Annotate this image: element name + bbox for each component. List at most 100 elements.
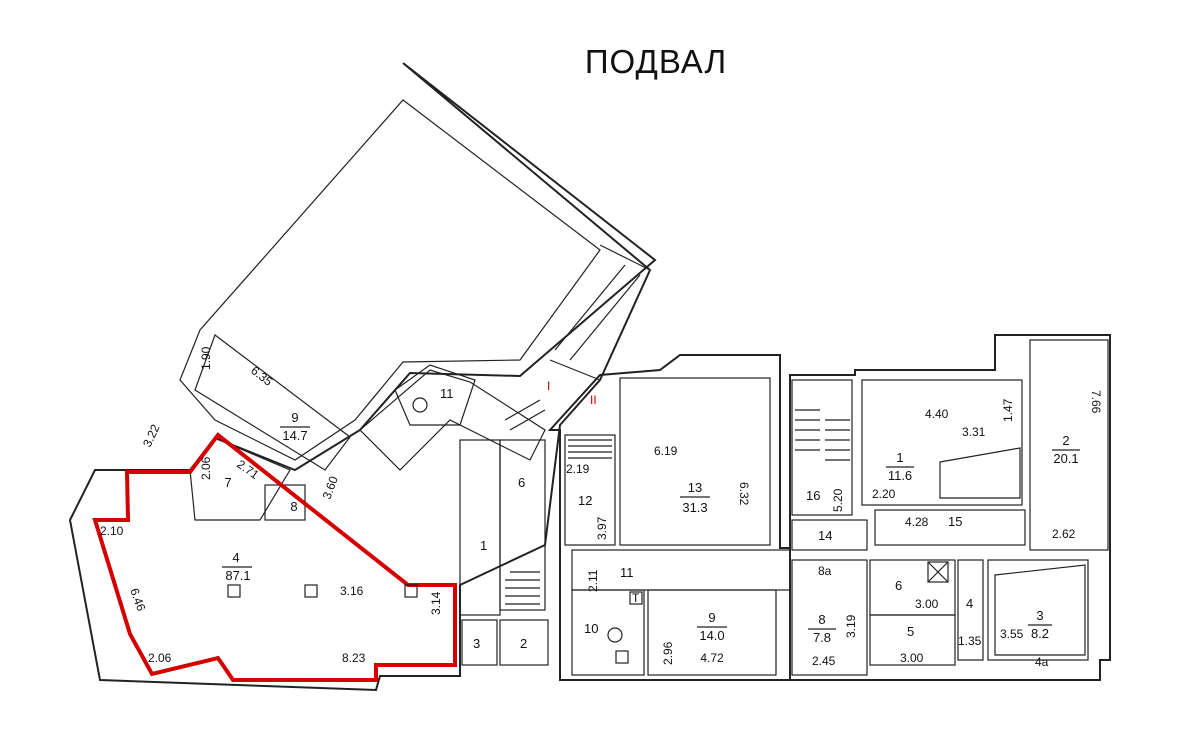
dimension-label: 6.46	[127, 586, 148, 613]
dimension-label: 3.00	[900, 651, 924, 665]
room-13-outline	[619, 377, 771, 546]
room-6a-num: 6	[518, 475, 525, 490]
room-2a-outline	[499, 619, 549, 666]
stairs-room6	[505, 571, 540, 605]
room-13-num: 13	[688, 480, 702, 495]
dimension-label: 6.35	[248, 363, 275, 389]
room-15-num: 15	[948, 514, 962, 529]
room-14-num: 14	[818, 528, 832, 543]
room-1a-num: 1	[480, 538, 487, 553]
right-block	[789, 334, 1111, 681]
dimension-label: 2.10	[100, 524, 124, 538]
stair-mark-1: I	[547, 379, 550, 393]
room-5-num: 5	[907, 624, 914, 639]
room-2b-area: 20.1	[1053, 451, 1078, 466]
room-11b-num: 11	[620, 565, 634, 580]
dimension-label: 3.14	[429, 591, 443, 615]
dimension-label: 2.20	[872, 487, 896, 501]
dimension-label: 2.19	[566, 462, 590, 476]
room-7a-num: 7	[224, 475, 231, 490]
room-8a-num: 8	[290, 499, 297, 514]
room-16-num: 16	[806, 488, 820, 503]
dimension-label: 3.22	[140, 422, 163, 449]
dimension-label: 1.35	[958, 634, 982, 648]
room-9a-outline	[194, 334, 351, 471]
dimension-label: 3.97	[595, 516, 609, 540]
room-6a-outline	[499, 439, 546, 611]
room-4b-outline	[957, 559, 984, 661]
dimension-label: 3.31	[962, 425, 986, 439]
dimension-label: 4.40	[925, 407, 949, 421]
room-14-outline	[791, 519, 868, 551]
middle-outline	[547, 354, 791, 681]
room-2a-num: 2	[520, 636, 527, 651]
room-10-outline	[571, 589, 645, 676]
fixture-t-label: T	[632, 591, 640, 605]
left-wing-outline	[68, 62, 657, 692]
dimension-label: 2.45	[812, 654, 836, 668]
corridor-band	[359, 369, 546, 471]
dimension-label: 3.55	[1000, 627, 1024, 641]
dimension-label: 1.47	[1001, 398, 1015, 422]
dimension-label: 4.72	[700, 651, 724, 665]
room-9b-area: 14.0	[699, 628, 724, 643]
dimension-label: 7.66	[1089, 390, 1103, 414]
dimension-label: 2.06	[199, 456, 213, 480]
room-13-area: 31.3	[682, 500, 707, 515]
dimension-label: 3.19	[844, 614, 858, 638]
room-3b-outline	[987, 559, 1089, 661]
room-15-outline	[874, 509, 1026, 546]
dimension-label: 8.23	[342, 651, 366, 665]
stair-mark-2: II	[590, 393, 597, 407]
room-16-outline	[791, 379, 853, 516]
fixture-t-box	[629, 591, 643, 605]
room-1a-outline	[459, 439, 501, 616]
dimension-label: 2.62	[1052, 527, 1076, 541]
room-3b-inner	[994, 564, 1086, 656]
dimension-label: 2.96	[661, 641, 675, 665]
fixture-t-box-2	[615, 650, 629, 664]
room-2b-outline	[1029, 339, 1109, 551]
vent-shaft-icon	[927, 561, 949, 583]
dimension-label: 3.60	[320, 474, 341, 501]
middle-block	[412, 354, 791, 681]
room-9a-area: 14.7	[282, 428, 307, 443]
area-fraction-bars	[222, 426, 1080, 630]
room-9b-num: 9	[708, 610, 715, 625]
room-3b-num: 3	[1036, 608, 1043, 623]
room-1b-num: 1	[896, 450, 903, 465]
columns	[227, 584, 418, 598]
room-9a-num: 9	[291, 410, 298, 425]
plan-title: ПОДВАЛ	[585, 43, 727, 80]
room-4b-num: 4	[966, 596, 973, 611]
dimension-label: 5.20	[831, 488, 845, 512]
room-6b-num: 6	[895, 578, 902, 593]
toilet-icon-upper	[412, 397, 428, 413]
right-outline	[789, 334, 1111, 681]
toilet-icon	[607, 627, 623, 643]
courtyard-inner	[179, 99, 601, 461]
dimension-label: 6.19	[654, 444, 678, 458]
room-1b-inner	[939, 447, 1021, 499]
stairs-diagonal	[504, 244, 651, 431]
dimension-label: 1.90	[199, 346, 213, 370]
room-12-outline	[564, 434, 616, 546]
room-8b-num: 8	[818, 612, 825, 627]
room-4a-area: 87.1	[225, 568, 250, 583]
room-4a-highlight	[92, 432, 457, 682]
room-3b-area: 8.2	[1031, 626, 1049, 641]
room-1b-outline	[861, 379, 1023, 506]
dimension-label: 3.00	[915, 597, 939, 611]
dimension-label: 8а	[818, 564, 832, 578]
room-12-num: 12	[578, 493, 592, 508]
room-11a-outline	[394, 364, 476, 426]
stairs-12	[568, 439, 612, 459]
dimension-label: 2.11	[586, 569, 600, 592]
room-8b-area: 7.8	[813, 630, 831, 645]
room-11a-num: 11	[440, 386, 454, 401]
dimension-label: 6.32	[737, 482, 751, 506]
room-4a-num: 4	[232, 550, 239, 565]
dimension-label: 2.06	[148, 651, 172, 665]
stairs-16	[795, 409, 850, 461]
